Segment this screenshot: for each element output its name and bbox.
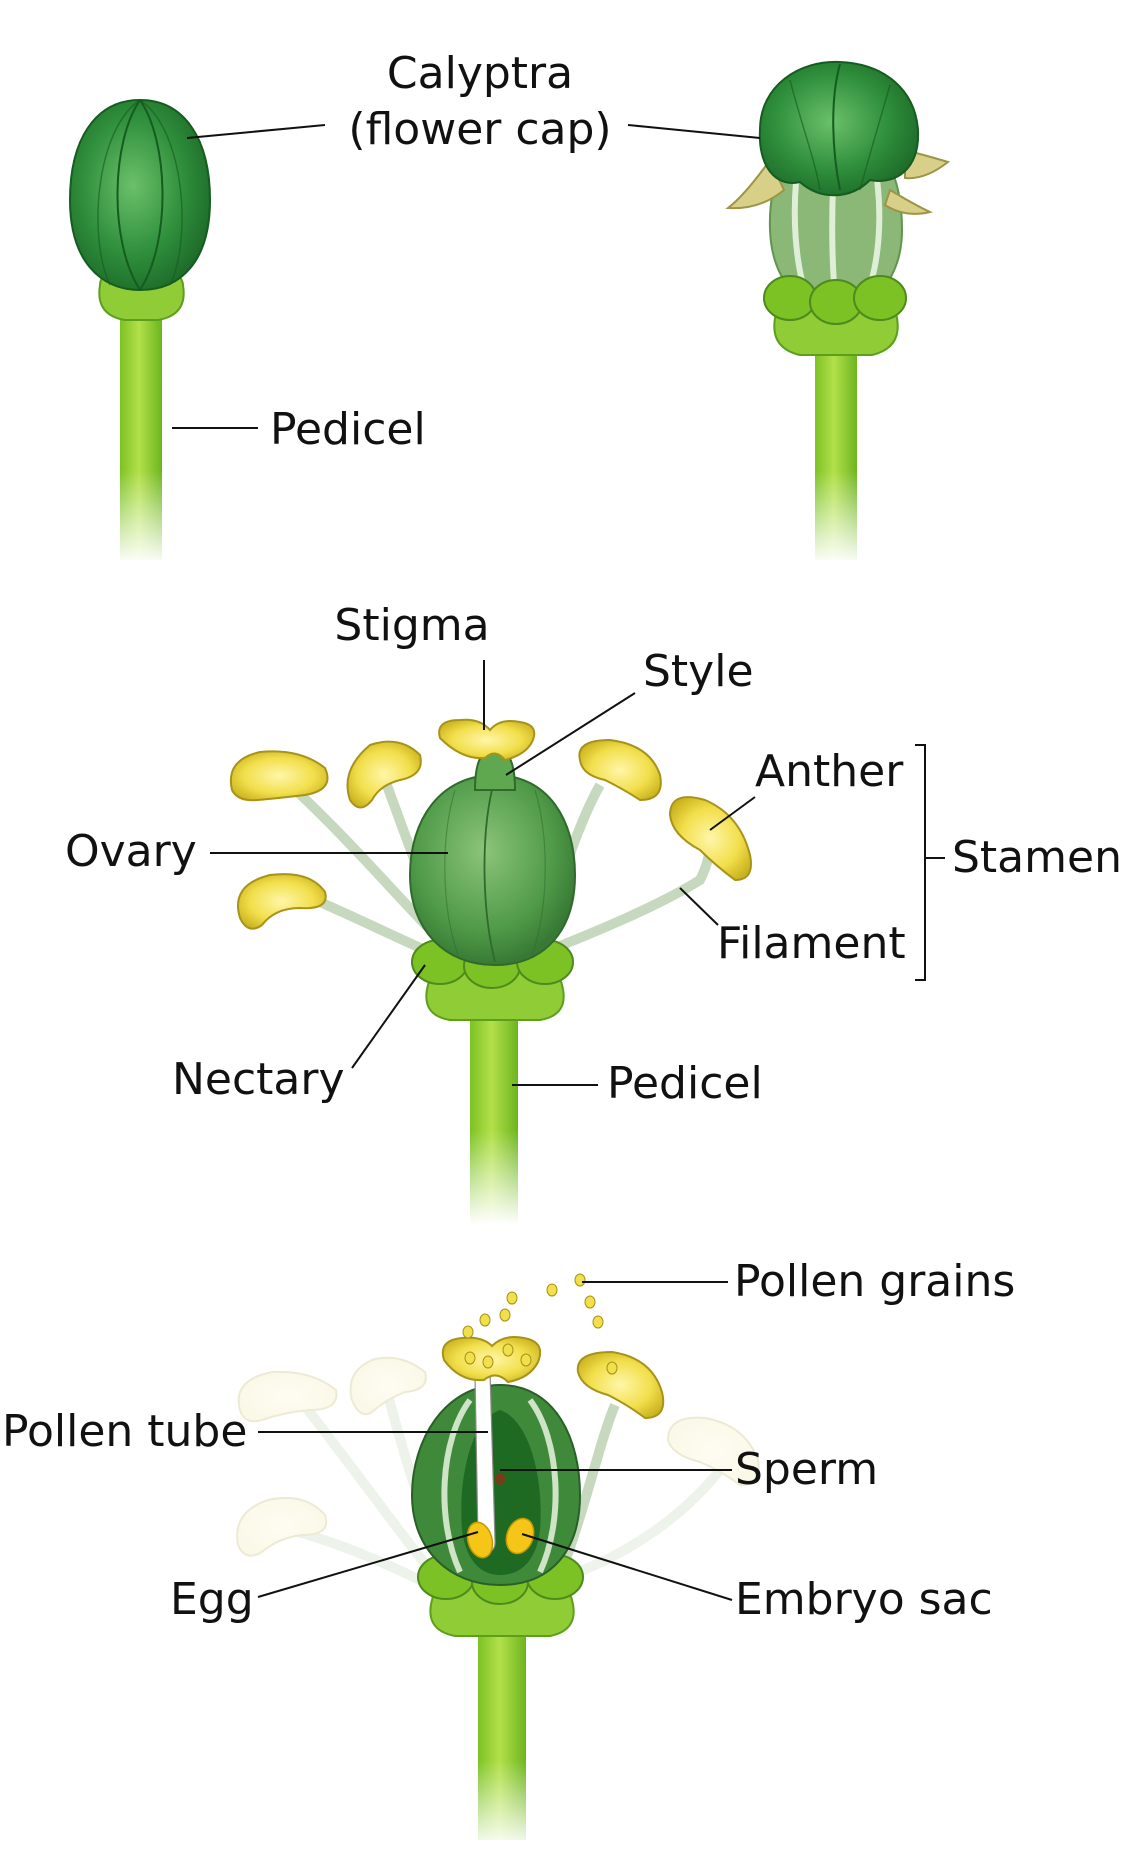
- label-pedicel-mid: Pedicel: [607, 1058, 763, 1109]
- label-filament: Filament: [717, 918, 906, 969]
- label-ovary: Ovary: [65, 826, 197, 877]
- anther: [576, 1350, 665, 1420]
- anther: [668, 796, 752, 882]
- label-embryo-sac: Embryo sac: [735, 1574, 993, 1625]
- stigma: [438, 718, 536, 762]
- calyptra-cap: [758, 60, 920, 197]
- anther: [346, 740, 422, 809]
- filament: [555, 1403, 620, 1577]
- label-sperm: Sperm: [735, 1444, 878, 1495]
- label-pedicel-top: Pedicel: [270, 404, 426, 455]
- label-stamen: Stamen: [952, 832, 1122, 883]
- label-egg: Egg: [170, 1574, 254, 1625]
- embryo-sac: [505, 1517, 535, 1555]
- ovary: [408, 773, 577, 967]
- calyptra-cap: [68, 98, 212, 292]
- label-pollen-tube: Pollen tube: [2, 1406, 247, 1457]
- label-pollen-grains: Pollen grains: [734, 1256, 1015, 1307]
- anther: [666, 1416, 760, 1487]
- anther: [578, 738, 662, 802]
- labels: Calyptra (flower cap) Pedicel Stigma Sty…: [2, 48, 1122, 1625]
- anther: [349, 1356, 427, 1416]
- closed-bud: [68, 98, 212, 565]
- egg: [466, 1521, 494, 1559]
- anther: [237, 1370, 338, 1423]
- leader-lines: [172, 124, 945, 1601]
- label-anther: Anther: [755, 746, 904, 797]
- cap-petal-flap: [883, 188, 934, 215]
- open-flower: [229, 718, 752, 1225]
- label-calyptra: Calyptra: [387, 48, 573, 99]
- anther: [229, 750, 329, 802]
- cap-petal-flap: [904, 148, 951, 180]
- label-nectary: Nectary: [172, 1054, 345, 1105]
- sperm: [494, 1473, 506, 1485]
- opening-bud: [725, 60, 951, 565]
- anther: [236, 1496, 328, 1557]
- pollinated-flower: [236, 1273, 760, 1850]
- label-stigma: Stigma: [334, 600, 489, 651]
- label-style: Style: [643, 646, 754, 697]
- label-flower-cap: (flower cap): [348, 104, 611, 155]
- anther: [237, 873, 327, 930]
- pollen-grains: [462, 1273, 618, 1375]
